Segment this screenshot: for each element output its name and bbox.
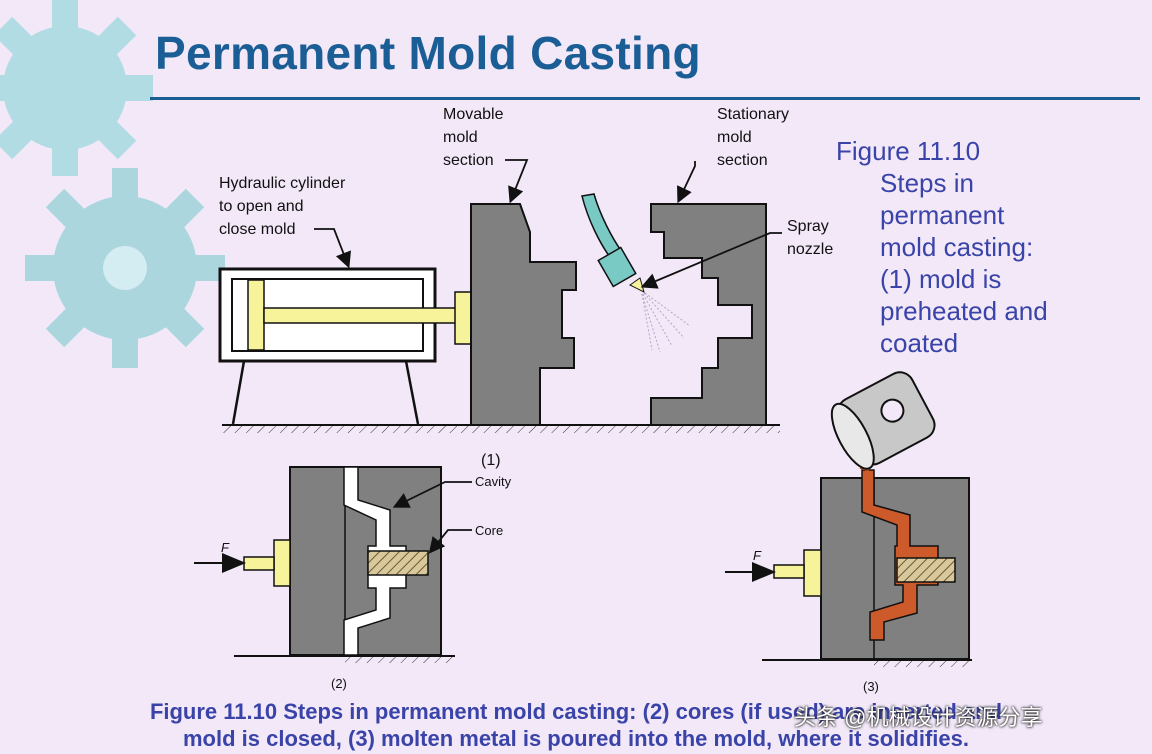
side-caption-line: (1) mold is [880, 264, 1002, 294]
gear-icon-small [25, 168, 225, 368]
label-step3: (3) [863, 679, 879, 694]
title-divider [150, 97, 1140, 100]
side-caption-line: mold casting: [880, 232, 1034, 262]
label-hydraulic-cylinder: Hydraulic cylinder to open and close mol… [219, 175, 346, 238]
molten-metal-in-mold [861, 469, 939, 641]
figure-caption-line1: Figure 11.10 Steps in permanent mold cas… [149, 699, 1003, 724]
core [367, 550, 429, 576]
label-step1: (1) [481, 452, 501, 469]
figure-caption-line2: mold is closed, (3) molten metal is pour… [182, 726, 969, 751]
label-force-step2: F [221, 540, 229, 555]
core-step3 [896, 557, 956, 583]
label-cavity: Cavity [475, 474, 512, 489]
label-stationary-mold: Stationary mold section [717, 106, 790, 169]
label-spray-nozzle: Spray nozzle [787, 218, 834, 258]
side-caption-line: Steps in [880, 168, 974, 198]
side-caption-line: permanent [880, 200, 1005, 230]
piston [247, 279, 265, 351]
label-force-step3: F [753, 548, 761, 563]
step3-diagram [725, 371, 972, 667]
label-step2: (2) [331, 676, 347, 691]
side-caption-line: coated [880, 328, 959, 358]
side-caption: Figure 11.10 Steps in permanent mold cas… [836, 135, 1048, 359]
watermark: 头条 @机械设计资源分享 [794, 705, 1043, 730]
page-title: Permanent Mold Casting [155, 27, 701, 79]
step1-diagram [218, 159, 782, 433]
spray-nozzle [581, 193, 691, 353]
ladle [830, 371, 936, 470]
label-movable-mold: Movable mold section [443, 106, 504, 169]
side-caption-line: Figure 11.10 [836, 136, 981, 166]
side-caption-line: preheated and [880, 296, 1048, 326]
label-core: Core [475, 523, 504, 538]
piston-rod [263, 307, 458, 324]
gear-icon-large [0, 0, 153, 176]
movable-mold-section [470, 203, 577, 426]
stationary-mold-section [650, 203, 767, 426]
step2-diagram [194, 466, 472, 663]
